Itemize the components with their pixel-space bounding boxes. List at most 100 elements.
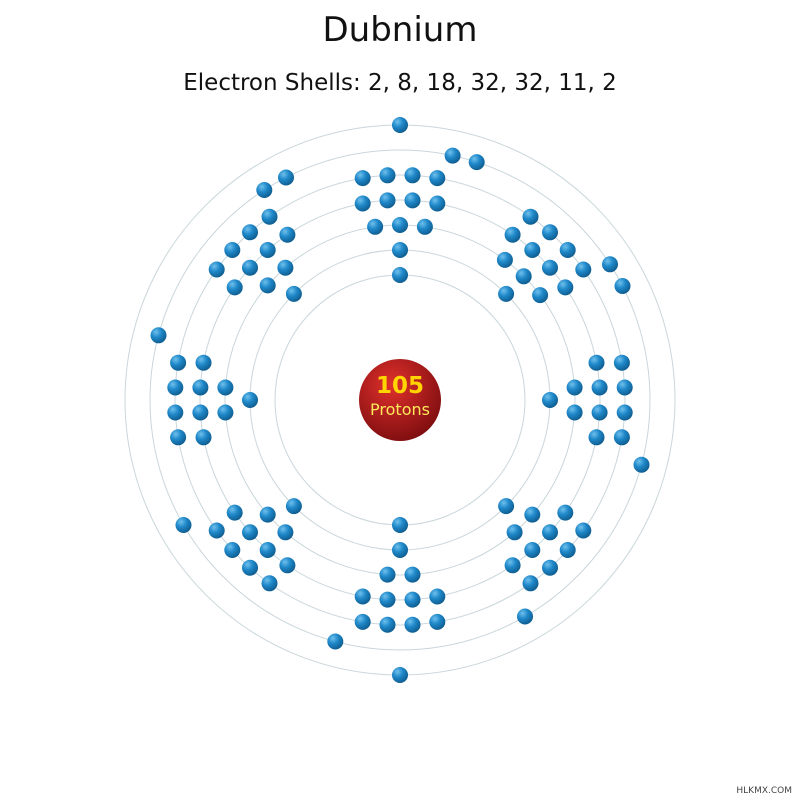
electron-shell-3-12	[404, 566, 421, 583]
electron-shell-4-15	[542, 524, 558, 541]
electron-shell-1-2	[392, 517, 408, 533]
electron-shell-3-3	[367, 218, 384, 235]
electron-shell-3-11	[379, 566, 396, 583]
electron-shell-4-17	[354, 588, 371, 605]
electron-shell-5-19	[404, 616, 421, 633]
electron-shell-2-6	[285, 498, 302, 515]
electron-shell-5-31	[224, 242, 241, 258]
electron-shell-4-3	[379, 192, 396, 209]
electron-shell-6-1	[614, 278, 631, 294]
electron-shell-5-5	[575, 261, 592, 278]
electron-shell-5-32	[208, 261, 225, 278]
nucleus: 105 Protons	[359, 359, 441, 441]
electron-shell-6-6	[256, 182, 273, 198]
electron-shell-2-1	[392, 242, 408, 258]
electron-shell-5-16	[575, 522, 592, 539]
electron-shell-5-18	[379, 616, 396, 633]
electron-shell-5-23	[242, 559, 258, 576]
electron-shell-3-10	[524, 506, 541, 523]
electron-shell-4-25	[195, 354, 212, 371]
electron-shell-6-3	[468, 154, 485, 171]
electron-shell-5-2	[404, 167, 421, 184]
electron-shell-4-6	[542, 259, 558, 276]
electron-shell-5-11	[616, 379, 633, 396]
electron-shell-4-30	[259, 242, 276, 258]
electron-shell-2-7	[242, 392, 258, 408]
electron-shell-3-18	[259, 277, 276, 294]
electron-shell-5-8	[522, 208, 539, 225]
electron-shell-5-21	[208, 522, 225, 539]
electron-shell-4-21	[226, 504, 243, 521]
electron-shell-5-24	[261, 575, 278, 592]
electron-shell-6-9	[327, 633, 344, 650]
electron-shell-7-1	[392, 117, 408, 133]
electron-shell-7-2	[392, 667, 408, 683]
electron-shell-6-10	[517, 608, 533, 625]
electron-shells-subtitle: Electron Shells: 2, 8, 18, 32, 32, 11, 2	[183, 70, 617, 96]
electron-shell-4-22	[242, 524, 258, 541]
electron-shell-4-20	[429, 588, 446, 605]
electron-shell-4-2	[404, 192, 421, 209]
electron-shell-5-4	[354, 170, 371, 187]
electron-shell-2-2	[498, 285, 515, 302]
electron-shell-2-3	[542, 392, 558, 408]
electron-shell-6-4	[444, 147, 461, 164]
electron-shell-5-17	[354, 613, 371, 630]
proton-count: 105	[376, 373, 424, 399]
electron-shell-4-8	[504, 226, 521, 243]
electron-shell-4-9	[588, 429, 605, 446]
electron-shell-3-9	[506, 524, 523, 541]
electron-shell-5-9	[613, 429, 630, 446]
electron-shell-4-14	[524, 542, 541, 558]
protons-label: Protons	[370, 400, 430, 419]
electron-shell-5-28	[170, 429, 187, 446]
electron-shell-4-18	[379, 591, 396, 608]
electron-shell-4-16	[557, 504, 574, 521]
electron-shell-3-4	[532, 287, 549, 304]
electron-shell-5-10	[616, 404, 633, 421]
electron-shell-4-1	[429, 195, 446, 212]
electron-shell-6-5	[278, 169, 294, 186]
electron-shell-5-14	[542, 559, 558, 576]
electron-shell-5-6	[559, 242, 576, 258]
electron-shell-6-7	[150, 327, 167, 344]
electron-shell-5-29	[261, 208, 278, 225]
electron-shell-6-8	[175, 517, 192, 533]
electron-shell-3-16	[217, 404, 234, 421]
electron-shell-6-2	[602, 256, 618, 273]
element-name-title: Dubnium	[322, 10, 478, 50]
electron-shell-4-19	[404, 591, 421, 608]
electron-shell-4-4	[354, 195, 371, 212]
electron-shell-6-11	[633, 456, 650, 473]
electron-shell-4-13	[504, 557, 521, 574]
electron-shell-4-7	[524, 242, 541, 258]
electron-shell-2-4	[498, 498, 515, 515]
electron-shell-3-14	[277, 524, 294, 541]
electron-shell-5-27	[167, 404, 184, 421]
electron-shell-4-31	[242, 259, 258, 276]
electron-shell-4-5	[557, 279, 574, 296]
electron-shell-3-6	[496, 251, 513, 268]
electron-shell-3-17	[277, 259, 294, 276]
electron-shell-4-12	[588, 354, 605, 371]
electron-shell-5-13	[522, 575, 539, 592]
electron-shell-1-1	[392, 267, 408, 283]
electron-shell-3-15	[217, 379, 234, 396]
electron-shell-5-3	[379, 167, 396, 184]
electron-shell-4-32	[226, 279, 243, 296]
electron-shell-4-10	[591, 404, 608, 421]
orbit-ring-5	[174, 174, 626, 626]
site-credit: HLKMX.COM	[736, 786, 792, 796]
electron-shell-5-30	[242, 224, 258, 241]
electron-shell-3-13	[259, 506, 276, 523]
electron-shell-5-25	[170, 354, 187, 371]
nucleus-sphere	[359, 359, 441, 441]
electron-shell-4-28	[195, 429, 212, 446]
electron-shell-4-26	[192, 379, 209, 396]
electron-shell-3-8	[566, 379, 583, 396]
electron-shell-4-23	[259, 542, 276, 558]
orbit-ring-4	[199, 199, 601, 601]
electron-shell-5-7	[542, 224, 558, 241]
electron-shell-5-22	[224, 542, 241, 558]
electron-shell-4-24	[279, 557, 296, 574]
